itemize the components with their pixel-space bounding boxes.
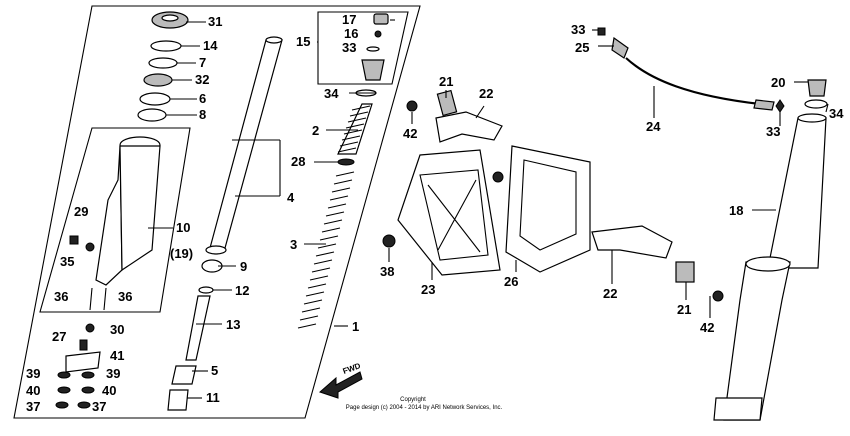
fork-spring-short bbox=[337, 89, 377, 166]
speedo-cable bbox=[597, 27, 785, 113]
callout-18: 18 bbox=[729, 203, 743, 218]
callout-1: 1 bbox=[352, 319, 359, 334]
slider-hardware bbox=[69, 235, 107, 311]
fork-inner-tube bbox=[201, 36, 283, 273]
callout-31: 31 bbox=[208, 14, 222, 29]
callout-13: 13 bbox=[226, 317, 240, 332]
bracket-upper bbox=[406, 89, 503, 143]
callout-labels: 31 14 7 32 6 8 10 (19) 29 35 36 36 27 30… bbox=[26, 12, 844, 414]
fork-seal-stack bbox=[137, 11, 189, 122]
lower-hardware bbox=[55, 323, 101, 409]
callout-37b: 37 bbox=[92, 399, 106, 414]
callout-26: 26 bbox=[504, 274, 518, 289]
bolt-inset-frame bbox=[317, 11, 409, 85]
callout-39a: 39 bbox=[26, 366, 40, 381]
callout-36b: 36 bbox=[118, 289, 132, 304]
copyright-line-1: Copyright bbox=[400, 397, 426, 403]
callout-23: 23 bbox=[421, 282, 435, 297]
callout-33c: 33 bbox=[766, 124, 780, 139]
fwd-arrow: FWD bbox=[319, 361, 363, 399]
fork-spring-long bbox=[297, 171, 355, 329]
callout-30: 30 bbox=[110, 322, 124, 337]
callout-37a: 37 bbox=[26, 399, 40, 414]
callout-10: 10 bbox=[176, 220, 190, 235]
callout-5: 5 bbox=[211, 363, 218, 378]
callout-22a: 22 bbox=[479, 86, 493, 101]
callout-19: (19) bbox=[170, 246, 193, 261]
callout-4: 4 bbox=[287, 190, 295, 205]
callout-36a: 36 bbox=[54, 289, 68, 304]
callout-35: 35 bbox=[60, 254, 74, 269]
callout-3: 3 bbox=[290, 237, 297, 252]
callout-17: 17 bbox=[342, 12, 356, 27]
callout-21a: 21 bbox=[439, 74, 453, 89]
callout-8: 8 bbox=[199, 107, 206, 122]
callout-11: 11 bbox=[206, 390, 220, 405]
emblem-cover bbox=[397, 149, 501, 276]
left-panel-frame bbox=[13, 5, 421, 419]
callout-12: 12 bbox=[235, 283, 249, 298]
slider-inset-frame bbox=[39, 127, 191, 313]
leader-lines bbox=[148, 19, 829, 399]
callout-33a: 33 bbox=[342, 40, 356, 55]
callout-29: 29 bbox=[74, 204, 88, 219]
callout-27: 27 bbox=[52, 329, 66, 344]
callout-15: 15 bbox=[296, 34, 310, 49]
callout-40a: 40 bbox=[26, 383, 40, 398]
callout-7: 7 bbox=[199, 55, 206, 70]
callout-16: 16 bbox=[344, 26, 358, 41]
damper-rod bbox=[167, 286, 214, 411]
fork-cap bbox=[804, 79, 828, 109]
callout-6: 6 bbox=[199, 91, 206, 106]
callout-40b: 40 bbox=[102, 383, 116, 398]
callout-42a: 42 bbox=[403, 126, 417, 141]
callout-2: 2 bbox=[312, 123, 319, 138]
callout-9: 9 bbox=[240, 259, 247, 274]
fork-bolt bbox=[361, 13, 389, 81]
emblem-box bbox=[492, 145, 591, 273]
callout-21b: 21 bbox=[677, 302, 691, 317]
callout-28: 28 bbox=[291, 154, 305, 169]
callout-24: 24 bbox=[646, 119, 661, 134]
callout-34b: 34 bbox=[829, 106, 844, 121]
callout-38: 38 bbox=[380, 264, 394, 279]
fork-leg-assembly bbox=[713, 113, 827, 421]
callout-20: 20 bbox=[771, 75, 785, 90]
callout-41: 41 bbox=[110, 348, 124, 363]
callout-22b: 22 bbox=[603, 286, 617, 301]
callout-14: 14 bbox=[203, 38, 218, 53]
callout-34a: 34 bbox=[324, 86, 339, 101]
copyright-line-2: Page design (c) 2004 - 2014 by ARI Netwo… bbox=[346, 405, 503, 411]
callout-25: 25 bbox=[575, 40, 589, 55]
callout-39b: 39 bbox=[106, 366, 120, 381]
callout-33b: 33 bbox=[571, 22, 585, 37]
callout-42b: 42 bbox=[700, 320, 714, 335]
fork-slider bbox=[95, 136, 161, 286]
callout-32: 32 bbox=[195, 72, 209, 87]
